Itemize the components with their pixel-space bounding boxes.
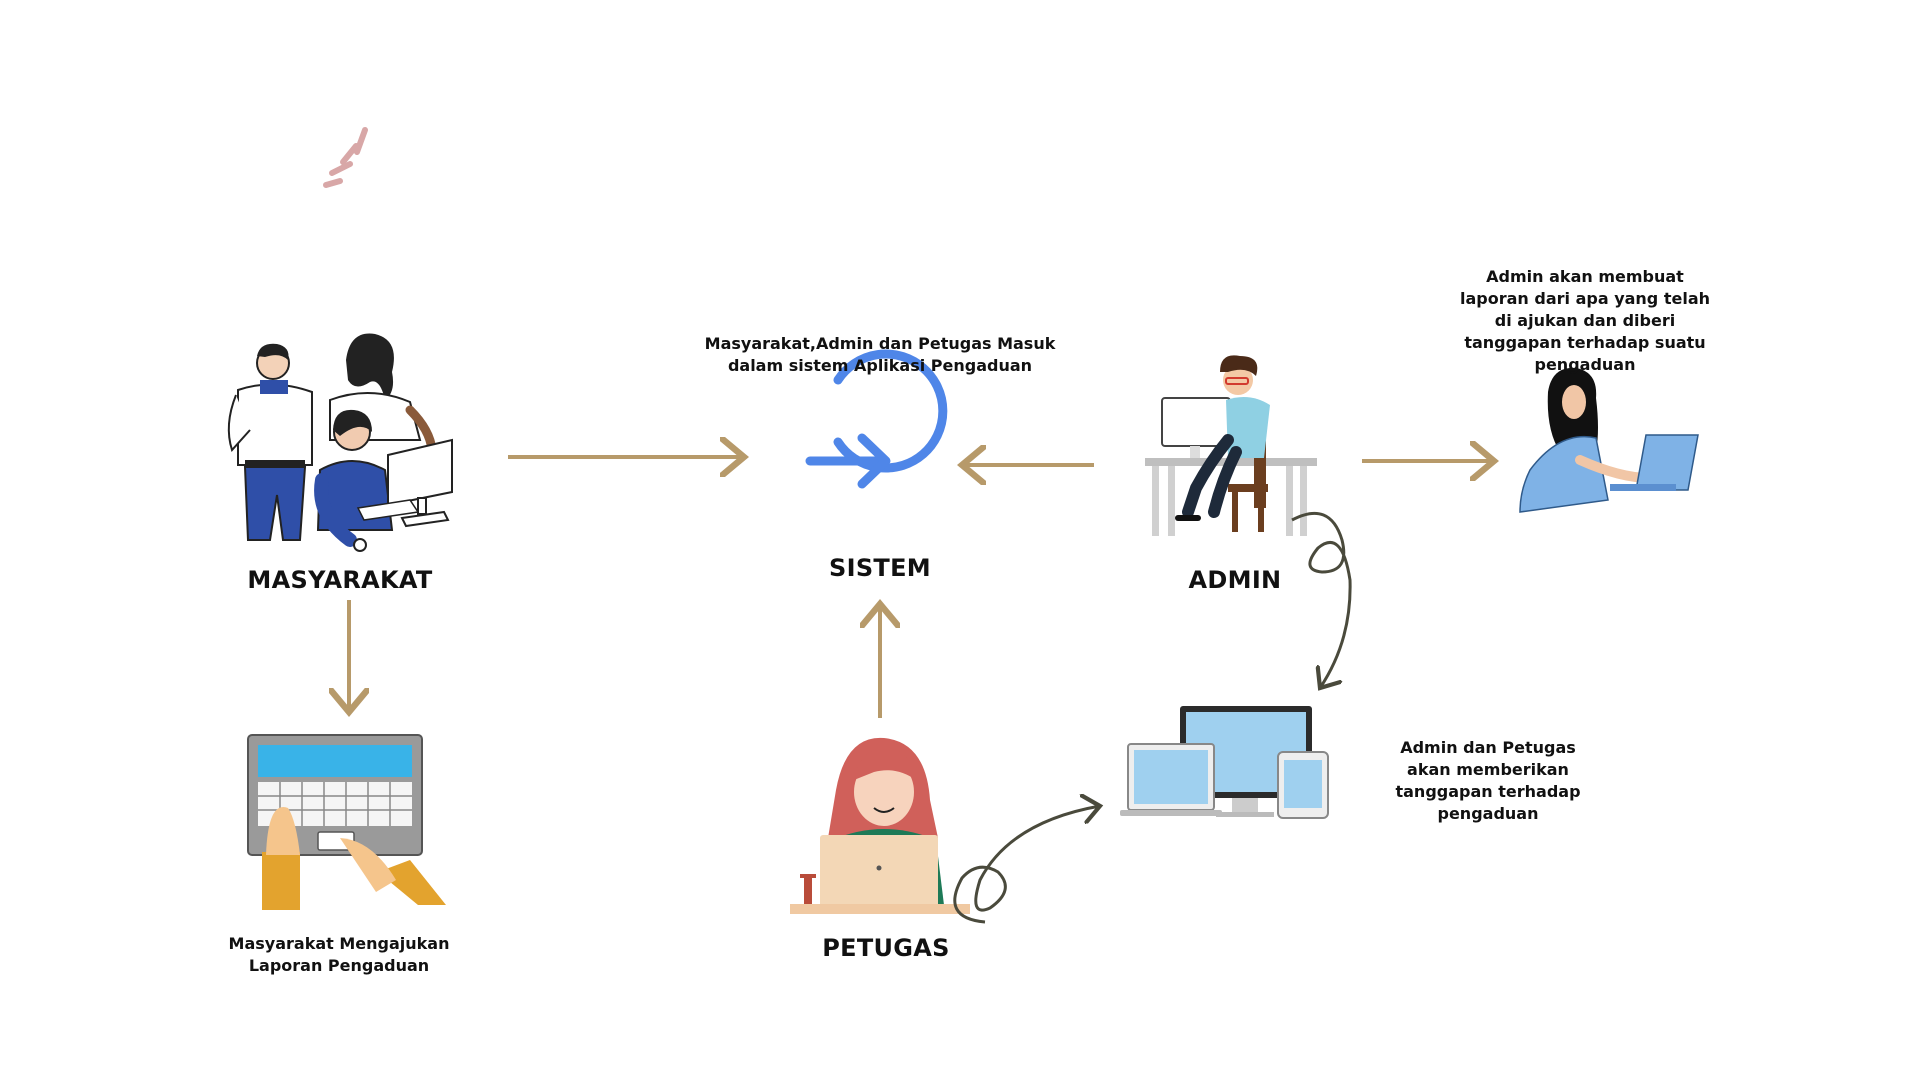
curve-arrow-admin-to-devices (1291, 511, 1352, 688)
masyarakat-illustration (227, 333, 453, 552)
node-label-petugas: PETUGAS (822, 934, 950, 962)
sparkle-decoration-icon (323, 127, 368, 188)
caption-submit: Masyarakat Mengajukan Laporan Pengaduan (228, 934, 450, 975)
laptop-illustration (247, 734, 446, 910)
devices-illustration (1120, 706, 1329, 819)
report-illustration (1519, 367, 1699, 513)
node-label-admin: ADMIN (1188, 566, 1282, 594)
admin-illustration (1145, 355, 1317, 536)
node-label-masyarakat: MASYARAKAT (247, 566, 433, 594)
curve-arrow-petugas-to-devices (953, 806, 1100, 924)
node-label-sistem: SISTEM (829, 554, 931, 582)
petugas-illustration (790, 737, 970, 914)
login-icon (805, 349, 948, 489)
caption-report: Admin akan membuat laporan dari apa yang… (1460, 267, 1710, 374)
caption-response: Admin dan Petugas akan memberikan tangga… (1395, 738, 1581, 823)
caption-login: Masyarakat,Admin dan Petugas Masuk dalam… (704, 334, 1056, 375)
